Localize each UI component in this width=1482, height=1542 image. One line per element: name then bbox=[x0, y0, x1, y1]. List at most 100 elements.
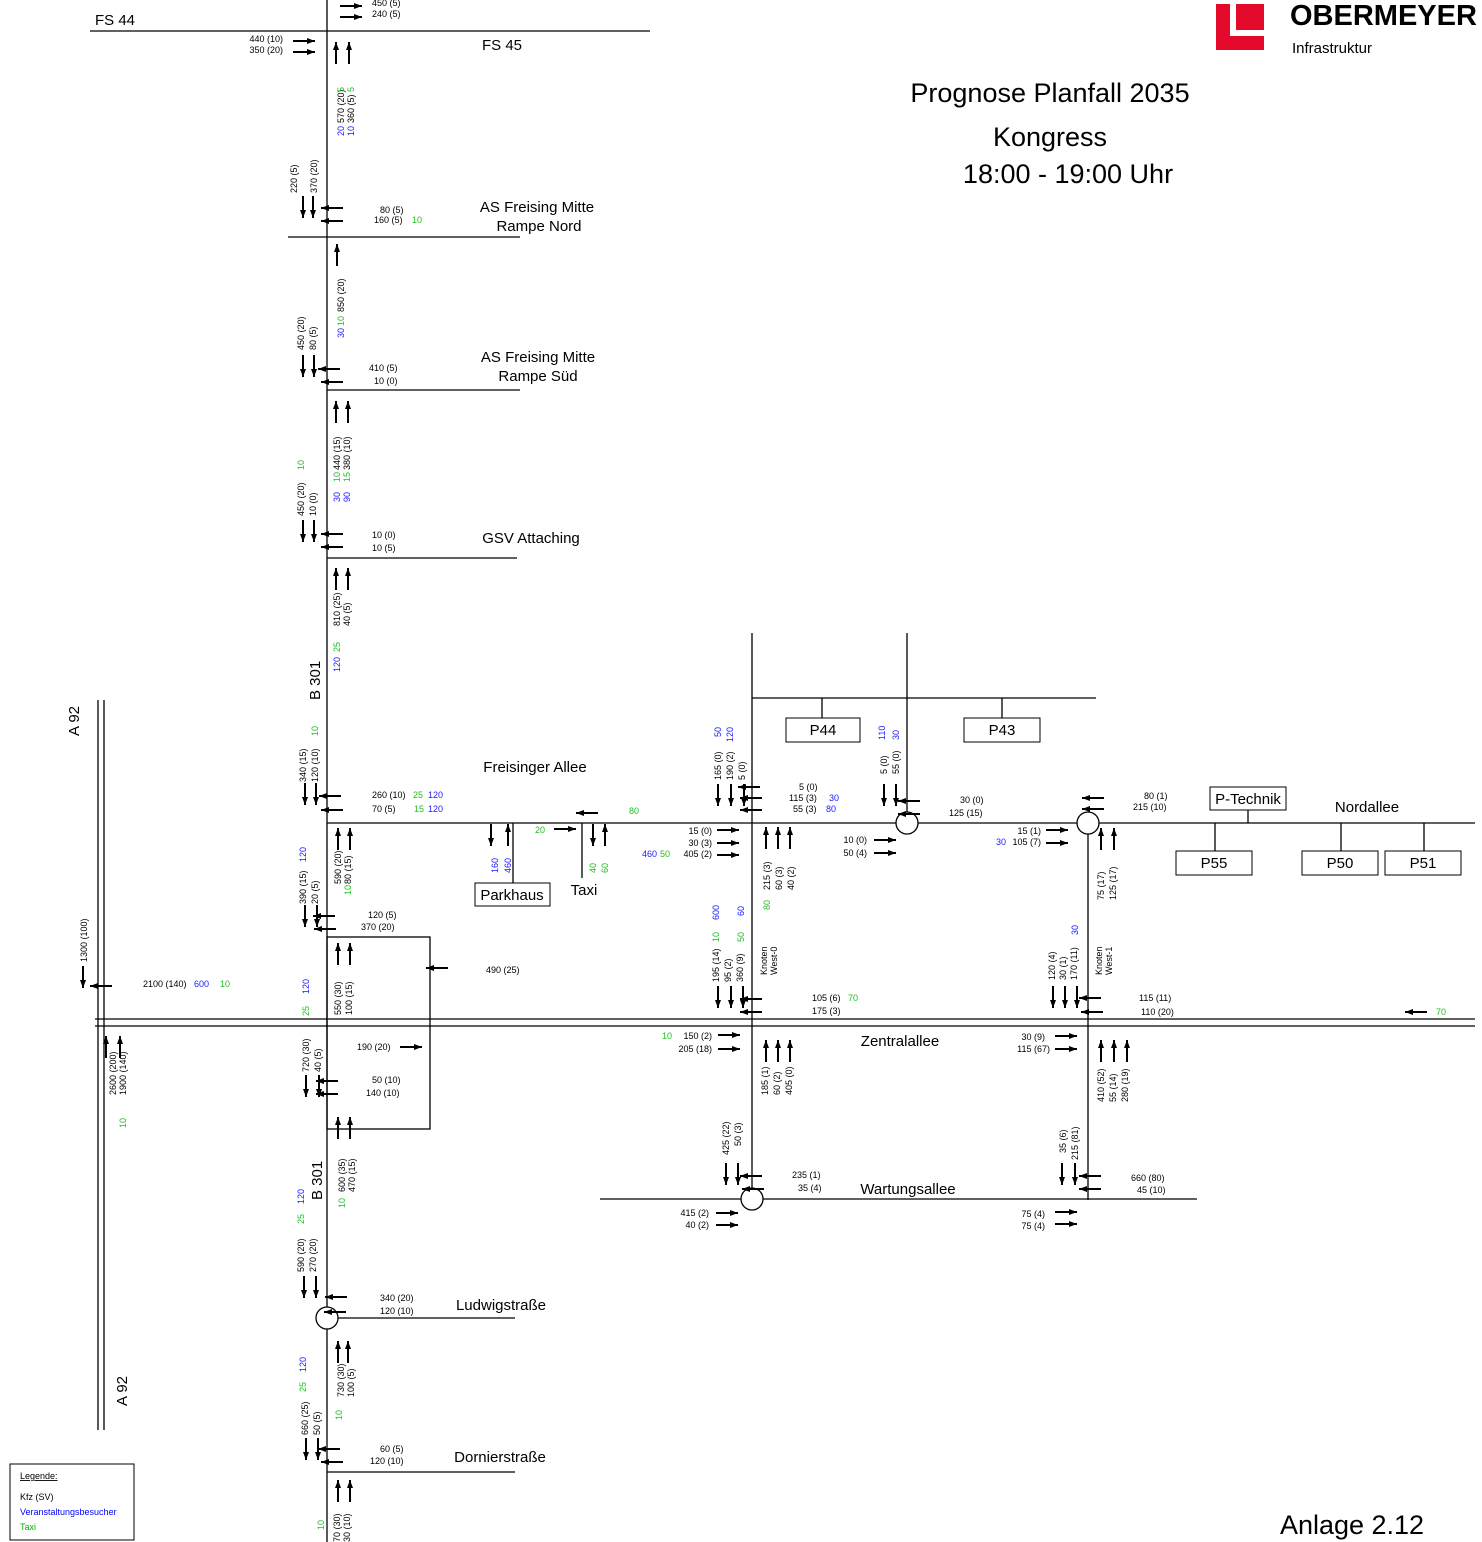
volume-label: 10 bbox=[337, 1198, 347, 1208]
volume-label: 150 (2) bbox=[683, 1031, 712, 1041]
road-label: Ludwigstraße bbox=[456, 1297, 546, 1314]
volume-label: 450 (20) bbox=[296, 482, 306, 516]
arrow-icon bbox=[716, 1210, 738, 1216]
volume-label: 460 bbox=[642, 849, 657, 859]
volume-label: 280 (19) bbox=[1120, 1068, 1130, 1102]
arrow-icon bbox=[340, 3, 362, 9]
volume-label: 215 (3) bbox=[762, 861, 772, 890]
road-label: A 92 bbox=[114, 1376, 131, 1406]
road-label: B 301 bbox=[309, 1161, 326, 1200]
volume-label: 600 bbox=[711, 905, 721, 920]
arrow-icon bbox=[717, 840, 739, 846]
volume-label: 55 (14) bbox=[1108, 1073, 1118, 1102]
volume-label: 30 (0) bbox=[960, 795, 984, 805]
volume-label: 660 (80) bbox=[1131, 1173, 1165, 1183]
legend-item: Kfz (SV) bbox=[20, 1492, 54, 1502]
arrow-icon bbox=[293, 49, 315, 55]
arrow-icon bbox=[1082, 806, 1104, 812]
volume-label: 60 bbox=[600, 863, 610, 873]
volume-label: 810 (25) bbox=[332, 592, 342, 626]
volume-label: 730 (30) bbox=[336, 1363, 346, 1397]
volume-label: 60 (2) bbox=[772, 1071, 782, 1095]
volume-label: 80 bbox=[826, 804, 836, 814]
volume-label: 350 (20) bbox=[249, 45, 283, 55]
volume-label: 570 (20) bbox=[336, 89, 346, 123]
volume-label: 60 (3) bbox=[774, 866, 784, 890]
arrow-icon bbox=[345, 401, 351, 423]
volume-label: 60 bbox=[736, 906, 746, 916]
volume-label: 30 (9) bbox=[1021, 1032, 1045, 1042]
volume-label: 425 (22) bbox=[721, 1121, 731, 1155]
volume-label: 100 (5) bbox=[346, 1368, 356, 1397]
volume-label: 105 (6) bbox=[812, 993, 841, 1003]
volume-label: 370 (20) bbox=[309, 159, 319, 193]
volume-label: 10 bbox=[220, 979, 230, 989]
arrow-icon bbox=[333, 401, 339, 423]
arrow-icon bbox=[1111, 828, 1117, 850]
arrow-icon bbox=[1079, 1186, 1101, 1192]
arrow-icon bbox=[715, 784, 721, 806]
logo-subtitle: Infrastruktur bbox=[1292, 40, 1372, 57]
arrow-icon bbox=[316, 1078, 338, 1084]
volume-label: 75 (4) bbox=[1021, 1221, 1045, 1231]
arrow-icon bbox=[1079, 995, 1101, 1001]
arrow-icon bbox=[717, 827, 739, 833]
road-label: West-1 bbox=[1104, 947, 1114, 975]
volume-label: 10 bbox=[296, 460, 306, 470]
volume-label: 450 (20) bbox=[296, 316, 306, 350]
arrow-icon bbox=[874, 850, 896, 856]
arrow-icon bbox=[1079, 1173, 1101, 1179]
volume-label: 15 (1) bbox=[1017, 826, 1041, 836]
volume-label: 195 (14) bbox=[711, 948, 721, 982]
arrow-icon bbox=[893, 784, 899, 806]
p50-label: P50 bbox=[1327, 855, 1354, 872]
arrow-icon bbox=[1055, 1033, 1077, 1039]
arrow-icon bbox=[340, 14, 362, 20]
volume-label: 125 (17) bbox=[1108, 866, 1118, 900]
volume-label: 25 bbox=[296, 1214, 306, 1224]
volume-label: 410 (52) bbox=[1096, 1068, 1106, 1102]
volume-label: 440 (10) bbox=[249, 34, 283, 44]
volume-label: 340 (15) bbox=[298, 748, 308, 782]
volume-label: 45 (10) bbox=[1137, 1185, 1166, 1195]
volume-label: 405 (2) bbox=[683, 849, 712, 859]
diagram-scenario: Kongress bbox=[993, 122, 1107, 152]
arrow-icon bbox=[735, 1163, 741, 1185]
arrow-icon bbox=[718, 1032, 740, 1038]
volume-label: 105 (7) bbox=[1012, 837, 1041, 847]
arrow-icon bbox=[717, 852, 739, 858]
arrow-icon bbox=[347, 1480, 353, 1502]
volume-label: 60 (5) bbox=[380, 1444, 404, 1454]
volume-label: 10 bbox=[118, 1118, 128, 1128]
road-label: Rampe Nord bbox=[496, 218, 581, 235]
arrow-icon bbox=[303, 1438, 309, 1460]
volume-label: 15 bbox=[342, 472, 352, 482]
volume-label: 600 bbox=[194, 979, 209, 989]
p43-box bbox=[963, 717, 1041, 743]
volume-labels: 450 (5)240 (5)440 (10)350 (20)570 (20)36… bbox=[79, 0, 1446, 1542]
arrow-icon bbox=[335, 828, 341, 850]
arrow-icon bbox=[300, 196, 306, 218]
volume-label: 415 (2) bbox=[680, 1208, 709, 1218]
arrow-icon bbox=[898, 798, 920, 804]
arrow-icon bbox=[310, 196, 316, 218]
roundabout-north bbox=[895, 811, 919, 835]
volume-label: 110 (20) bbox=[1141, 1007, 1174, 1017]
arrow-icon bbox=[345, 1341, 351, 1363]
arrow-icon bbox=[335, 1117, 341, 1139]
volume-label: 70 bbox=[848, 993, 858, 1003]
volume-label: 10 (0) bbox=[308, 492, 318, 516]
arrow-icon bbox=[602, 824, 608, 846]
volume-label: 10 (0) bbox=[374, 376, 398, 386]
road-label: A 92 bbox=[66, 706, 83, 736]
arrow-icon bbox=[313, 1276, 319, 1298]
arrow-icon bbox=[1062, 986, 1068, 1008]
arrow-icon bbox=[400, 1044, 422, 1050]
p55-label: P55 bbox=[1201, 855, 1228, 872]
logo-mark-bar bbox=[1216, 36, 1264, 50]
volume-label: 50 (10) bbox=[372, 1075, 401, 1085]
volume-label: 30 (3) bbox=[688, 838, 712, 848]
arrow-icon bbox=[1050, 986, 1056, 1008]
ptechnik-label: P-Technik bbox=[1215, 791, 1281, 808]
arrow-icon bbox=[740, 986, 746, 1008]
